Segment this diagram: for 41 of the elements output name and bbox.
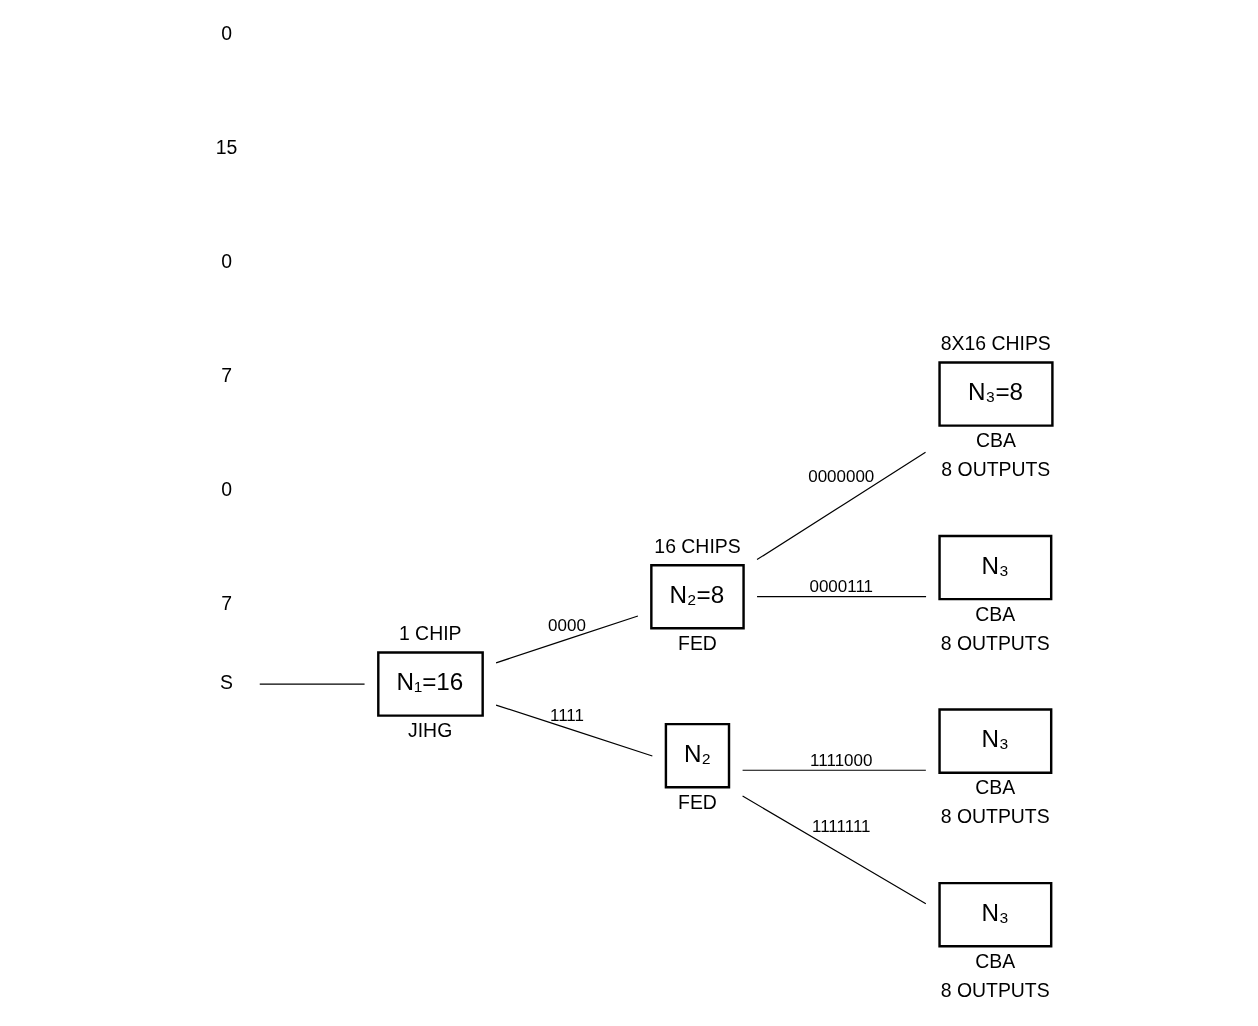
node-box: N₃	[937, 534, 1052, 601]
node-box: N₃	[937, 881, 1052, 948]
node-label: 8 OUTPUTS	[940, 631, 1050, 654]
node-box: N₂	[664, 722, 730, 789]
edge-label: 0000	[547, 615, 586, 635]
label: 7	[220, 363, 232, 386]
node-box: N₃=8	[937, 361, 1054, 427]
edge-label: 0000000	[807, 466, 874, 486]
node-label: 1 CHIP	[398, 622, 461, 645]
edge-label: 1111	[549, 705, 584, 725]
node-label: CBA	[974, 949, 1015, 972]
connector	[755, 451, 926, 561]
node-label: FED	[677, 790, 717, 813]
node-label: 8 OUTPUTS	[940, 978, 1050, 1001]
node-label: CBA	[974, 776, 1015, 799]
label: 0	[220, 249, 232, 272]
node-box: N₃	[937, 708, 1052, 774]
node-box: N₂=8	[649, 563, 745, 630]
node-label: 8 OUTPUTS	[940, 458, 1050, 481]
node-label: CBA	[974, 602, 1015, 625]
node-label: CBA	[975, 429, 1016, 452]
connector	[258, 683, 365, 685]
edge-label: 1111111	[811, 817, 871, 837]
edge-label: 1111000	[809, 750, 872, 770]
connector	[741, 795, 926, 905]
node-label: FED	[677, 631, 717, 654]
node-label: 8 OUTPUTS	[940, 805, 1050, 828]
connector	[494, 704, 653, 757]
connector	[741, 769, 926, 771]
node-text: S	[219, 670, 233, 693]
node-box: N₁=16	[376, 651, 484, 717]
connector	[755, 596, 927, 598]
node-label: 8X16 CHIPS	[940, 332, 1051, 355]
label: 0	[220, 21, 232, 44]
node-label: JIHG	[407, 719, 452, 742]
connector	[494, 615, 638, 664]
label: 15	[215, 135, 237, 158]
label: 0	[220, 477, 232, 500]
node-label: 16 CHIPS	[653, 534, 741, 557]
label: 7	[220, 591, 232, 614]
edge-label: 0000111	[808, 577, 873, 597]
